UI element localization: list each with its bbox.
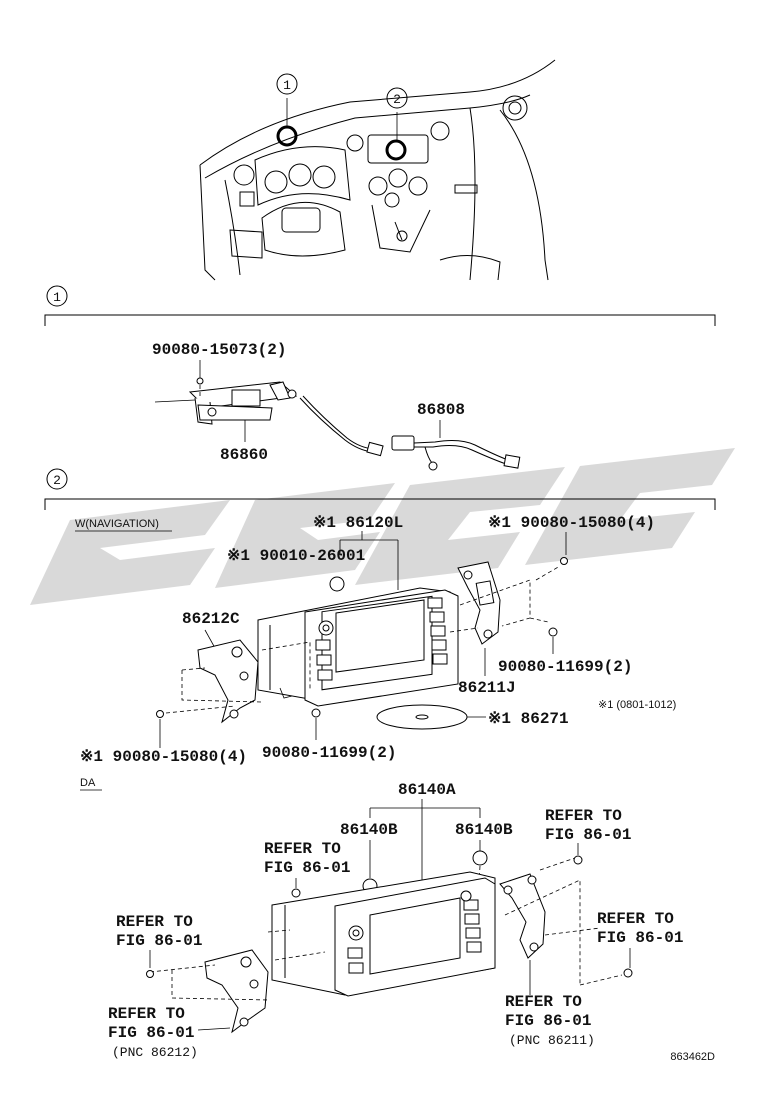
label-90010-26001: ※1 90010-26001 bbox=[227, 547, 365, 565]
label-90080-15080-bottom: ※1 90080-15080(4) bbox=[80, 748, 247, 766]
section-3: DA 86140A 86140B 86140B bbox=[80, 777, 683, 1060]
variant-navigation: W(NAVIGATION) bbox=[75, 518, 159, 530]
label-86271: ※1 86271 bbox=[488, 710, 569, 728]
ref-right-line1: REFER TO bbox=[597, 910, 674, 928]
ref-bottom-left-line2: FIG 86-01 bbox=[108, 1024, 194, 1042]
dashboard-illustration: 1 2 bbox=[199, 59, 556, 281]
label-86140B-left: 86140B bbox=[340, 821, 398, 839]
label-90080-11699-bottom: 90080-11699(2) bbox=[262, 744, 396, 762]
label-86808: 86808 bbox=[417, 401, 465, 419]
ref-top-left-line1: REFER TO bbox=[264, 840, 341, 858]
label-86211J: 86211J bbox=[458, 679, 516, 697]
ref-bottom-right-pnc: (PNC 86211) bbox=[509, 1033, 595, 1048]
diagram-id: 863462D bbox=[670, 1051, 715, 1063]
ref-top-left-line2: FIG 86-01 bbox=[264, 859, 350, 877]
section-2-marker: 2 bbox=[53, 473, 61, 488]
label-86140A: 86140A bbox=[398, 781, 456, 799]
callout-2-label: 2 bbox=[393, 92, 401, 107]
label-86212C: 86212C bbox=[182, 610, 240, 628]
ref-top-right-line2: FIG 86-01 bbox=[545, 826, 631, 844]
ref-bottom-left-pnc: (PNC 86212) bbox=[112, 1045, 198, 1060]
label-90080-15073: 90080-15073(2) bbox=[152, 341, 286, 359]
label-86120L: ※1 86120L bbox=[313, 514, 403, 532]
section-1-marker: 1 bbox=[53, 290, 61, 305]
label-86140B-right: 86140B bbox=[455, 821, 513, 839]
ref-bottom-left-line1: REFER TO bbox=[108, 1005, 185, 1023]
ref-bottom-right-line2: FIG 86-01 bbox=[505, 1012, 591, 1030]
ref-bottom-right-line1: REFER TO bbox=[505, 993, 582, 1011]
section-2: 2 W(NAVIGATION) ※1 86120L ※1 90080-15080… bbox=[44, 468, 716, 766]
ref-top-right-line1: REFER TO bbox=[545, 807, 622, 825]
ref-left-line2: FIG 86-01 bbox=[116, 932, 202, 950]
ref-right-line2: FIG 86-01 bbox=[597, 929, 683, 947]
label-86860: 86860 bbox=[220, 446, 268, 464]
watermark-logo bbox=[30, 448, 735, 605]
callout-1-label: 1 bbox=[283, 78, 291, 93]
ref-left-line1: REFER TO bbox=[116, 913, 193, 931]
label-90080-15080-top: ※1 90080-15080(4) bbox=[488, 514, 655, 532]
label-90080-11699-right: 90080-11699(2) bbox=[498, 658, 632, 676]
note-0801-1012: ※1 (0801-1012) bbox=[598, 699, 676, 711]
section-1: 1 90080-15073(2) 86860 86808 bbox=[44, 285, 716, 471]
variant-da: DA bbox=[80, 777, 96, 789]
